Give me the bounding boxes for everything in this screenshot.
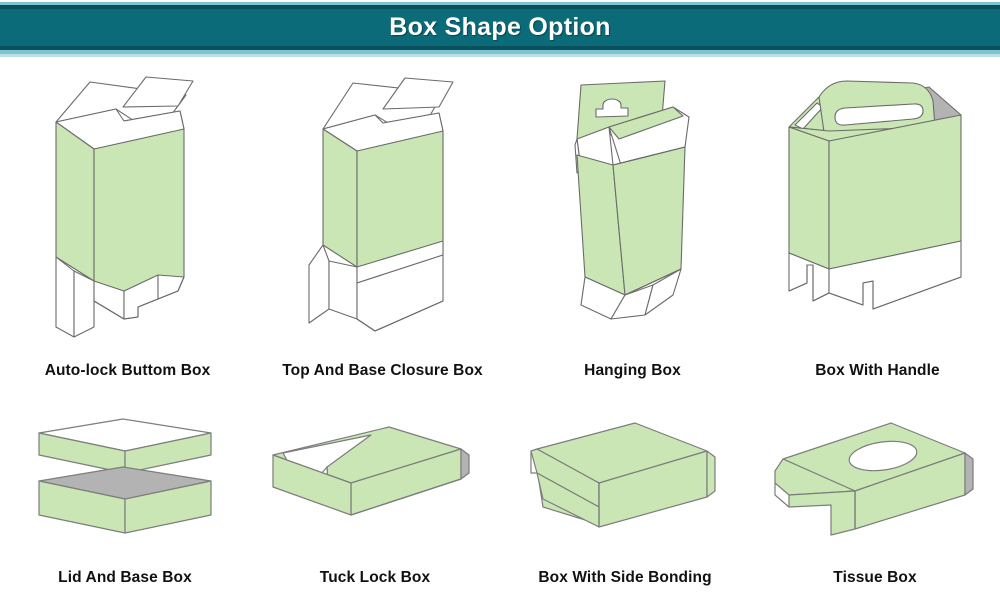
header-accent-line-top	[0, 2, 1000, 5]
box-option-tuck-lock-box[interactable]: Tuck Lock Box	[250, 398, 500, 601]
box-option-label: Tissue Box	[833, 569, 917, 586]
header-fade-line	[0, 54, 1000, 57]
tuck-lock-box-illustration	[250, 411, 500, 561]
tissue-oval-opening	[848, 440, 918, 472]
box-option-label: Box With Handle	[815, 362, 940, 379]
header-dark-line-top	[0, 5, 1000, 9]
header-bar: Box Shape Option	[0, 9, 1000, 46]
box-option-label: Box With Side Bonding	[538, 569, 712, 586]
tissue-box-illustration	[750, 411, 1000, 561]
handle-cutout	[833, 102, 924, 126]
header-accent-line-bottom	[0, 50, 1000, 54]
header-dark-line-bottom	[0, 46, 1000, 50]
box-option-box-with-handle[interactable]: Box With Handle	[755, 62, 1000, 392]
page-header-banner: Box Shape Option	[0, 0, 1000, 62]
box-option-label: Hanging Box	[584, 362, 681, 379]
box-option-top-and-base-closure-box[interactable]: Top And Base Closure Box	[255, 62, 510, 392]
box-with-side-bonding-illustration	[500, 411, 750, 561]
box-option-label: Tuck Lock Box	[319, 569, 431, 586]
box-option-auto-lock-buttom-box[interactable]: Auto-lock Buttom Box	[0, 62, 255, 392]
top-and-base-closure-box-illustration	[255, 66, 510, 356]
box-option-tissue-box[interactable]: Tissue Box	[750, 398, 1000, 601]
box-shape-row-1: Auto-lock Buttom Box	[0, 62, 1000, 392]
box-option-hanging-box[interactable]: Hanging Box	[510, 62, 755, 392]
hang-hole	[594, 97, 629, 118]
auto-lock-buttom-box-illustration	[0, 66, 255, 356]
box-option-label: Auto-lock Buttom Box	[44, 362, 211, 379]
lid-and-base-box-illustration	[0, 411, 250, 561]
box-option-label: Top And Base Closure Box	[282, 362, 483, 379]
box-option-label: Lid And Base Box	[58, 569, 192, 586]
box-with-handle-illustration	[755, 66, 1000, 356]
box-option-lid-and-base-box[interactable]: Lid And Base Box	[0, 398, 250, 601]
box-shape-row-2: Lid And Base Box	[0, 398, 1000, 601]
page-title: Box Shape Option	[389, 13, 611, 41]
box-option-box-with-side-bonding[interactable]: Box With Side Bonding	[500, 398, 750, 601]
hanging-box-illustration	[510, 66, 755, 356]
